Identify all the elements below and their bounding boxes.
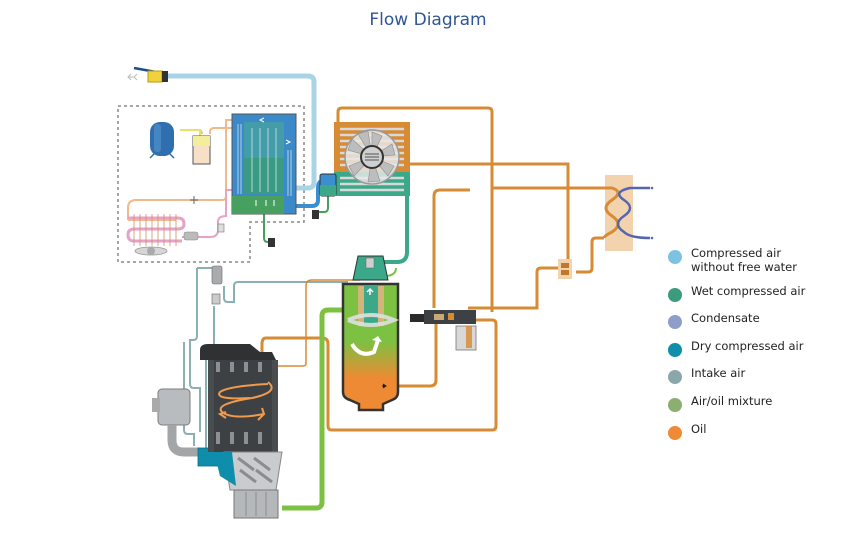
pipe-refrigerant-cold xyxy=(182,189,234,238)
pipe-compressed-air-outlet xyxy=(168,73,317,191)
refrigerant-receiver xyxy=(149,122,175,159)
cooler-drain-valve xyxy=(312,210,319,219)
pipe-refrigerant-receiver xyxy=(180,129,201,138)
drive-motor xyxy=(200,344,278,452)
pipe-oil-separator-return xyxy=(386,322,438,388)
legend-dot xyxy=(668,315,682,329)
legend-item-air-oil-mixture: Air/oil mixture xyxy=(668,394,772,412)
energy-recovery-thermostat xyxy=(558,259,572,279)
pipe-drain-dryer xyxy=(263,214,272,243)
pipe-oil-thermo-down xyxy=(432,188,470,308)
pipe-control-1 xyxy=(216,268,348,303)
legend-label: Wet compressed air xyxy=(691,284,806,298)
pressure-regulator xyxy=(211,265,223,285)
dryer-heat-exchanger xyxy=(231,113,297,215)
solenoid-valve xyxy=(211,293,221,305)
expansion-valve-icon xyxy=(190,196,198,204)
pipe-oil-cooler-top xyxy=(336,106,494,312)
legend-item-intake-air: Intake air xyxy=(668,366,745,384)
thermostatic-valve xyxy=(410,310,476,324)
legend-label: Intake air xyxy=(691,366,746,380)
pipe-control-3 xyxy=(183,342,195,446)
legend-item-dry-compressed-air: Dry compressed air xyxy=(668,339,803,357)
water-separator xyxy=(319,173,337,197)
pipe-oil-thermo-branch xyxy=(468,266,560,310)
oil-filter xyxy=(455,325,477,351)
legend-dot xyxy=(668,398,682,412)
pipe-drain-cooler xyxy=(318,196,329,213)
refrigerant-filter-drier xyxy=(192,135,211,165)
legend-label: Oil xyxy=(691,422,707,436)
outlet-ball-valve[interactable] xyxy=(127,66,168,83)
legend-dot xyxy=(668,288,682,302)
oil-separator xyxy=(341,255,400,412)
dryer-boundary xyxy=(117,105,305,263)
cooling-fan-icon xyxy=(344,129,400,185)
legend-label: Condensate xyxy=(691,311,760,325)
pipe-oil-filter-element xyxy=(260,318,498,432)
legend-dot xyxy=(668,250,682,264)
legend-label: Dry compressed air xyxy=(691,339,804,353)
legend-label: Air/oil mixture xyxy=(691,394,773,408)
legend-dot xyxy=(668,343,682,357)
hot-gas-bypass-valve xyxy=(217,223,225,233)
condenser-fan-icon xyxy=(134,246,168,256)
legend-item-condensate: Condensate xyxy=(668,311,760,329)
legend-label: Compressed air without free water xyxy=(691,246,797,274)
air-filter xyxy=(152,388,200,457)
screw-compressor-element xyxy=(214,451,283,519)
energy-recovery-heat-exchanger xyxy=(602,175,654,251)
legend-item-compressed-air-without-free-water: Compressed air without free water xyxy=(668,246,797,274)
pipe-oil-cooler-out xyxy=(410,162,570,264)
dryer-drain-valve xyxy=(268,238,275,247)
legend-dot xyxy=(668,370,682,384)
legend-item-oil: Oil xyxy=(668,422,706,440)
pipe-air-oil-mixture xyxy=(282,307,352,511)
legend-dot xyxy=(668,426,682,440)
refrigerant-condenser xyxy=(126,214,199,246)
pipe-oil-small xyxy=(272,279,360,367)
diagram-title: Flow Diagram xyxy=(369,10,487,30)
pipe-refrigerant-warm xyxy=(127,119,234,220)
legend-item-wet-compressed-air: Wet compressed air xyxy=(668,284,805,302)
pipe-oil-hx-return xyxy=(576,236,604,274)
